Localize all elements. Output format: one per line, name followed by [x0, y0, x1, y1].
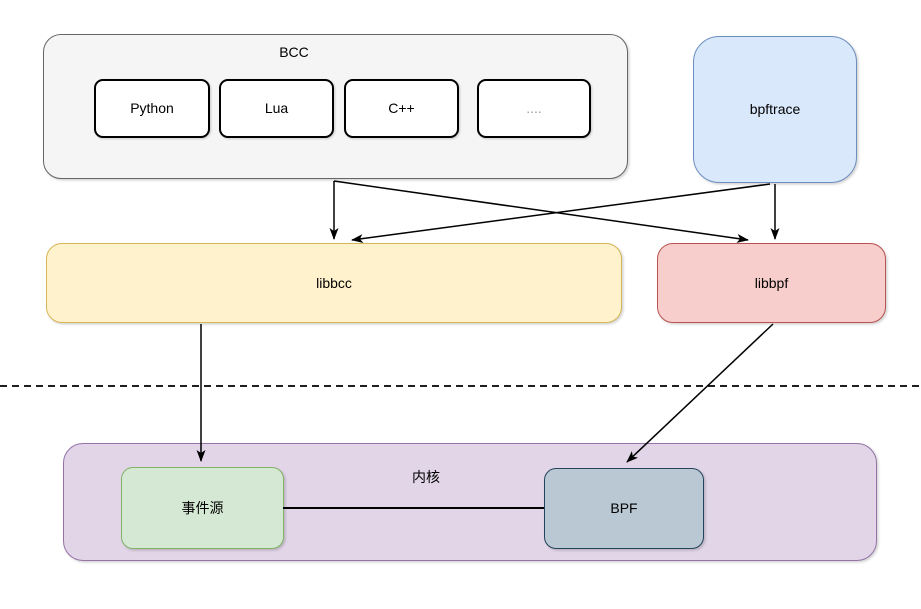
libbcc-label: libbcc: [316, 274, 352, 291]
libbcc-node: libbcc: [46, 243, 622, 323]
event-source-node: 事件源: [121, 467, 284, 549]
libbpf-label: libbpf: [754, 274, 789, 291]
bpftrace-node: bpftrace: [693, 36, 857, 183]
bcc-group-title: BCC: [279, 44, 309, 60]
arrow-bcc-to-libbpf: [333, 180, 749, 243]
lang-box-python-label: Python: [130, 100, 174, 117]
arrow-bpftrace-to-libbcc: [351, 183, 771, 243]
arrow-libbpf-to-bpf: [626, 323, 774, 463]
lang-box-cpp-label: C++: [388, 100, 415, 117]
lang-box-cpp: C++: [344, 79, 459, 138]
bpf-label: BPF: [610, 500, 638, 517]
lang-box-more-label: ....: [526, 100, 542, 117]
libbpf-node: libbpf: [657, 243, 886, 323]
lang-box-python: Python: [94, 79, 210, 138]
kernel-group-title: 内核: [412, 469, 440, 485]
kernel-group-node: 内核 事件源 BPF: [63, 443, 877, 561]
lang-box-lua-label: Lua: [264, 100, 289, 117]
bcc-group-node: BCC Python Lua C++ ....: [43, 34, 628, 179]
event-source-label: 事件源: [181, 499, 224, 516]
lang-box-lua: Lua: [219, 79, 334, 138]
bpf-node: BPF: [544, 468, 704, 549]
bpftrace-label: bpftrace: [749, 101, 801, 118]
lang-box-more: ....: [477, 79, 591, 138]
